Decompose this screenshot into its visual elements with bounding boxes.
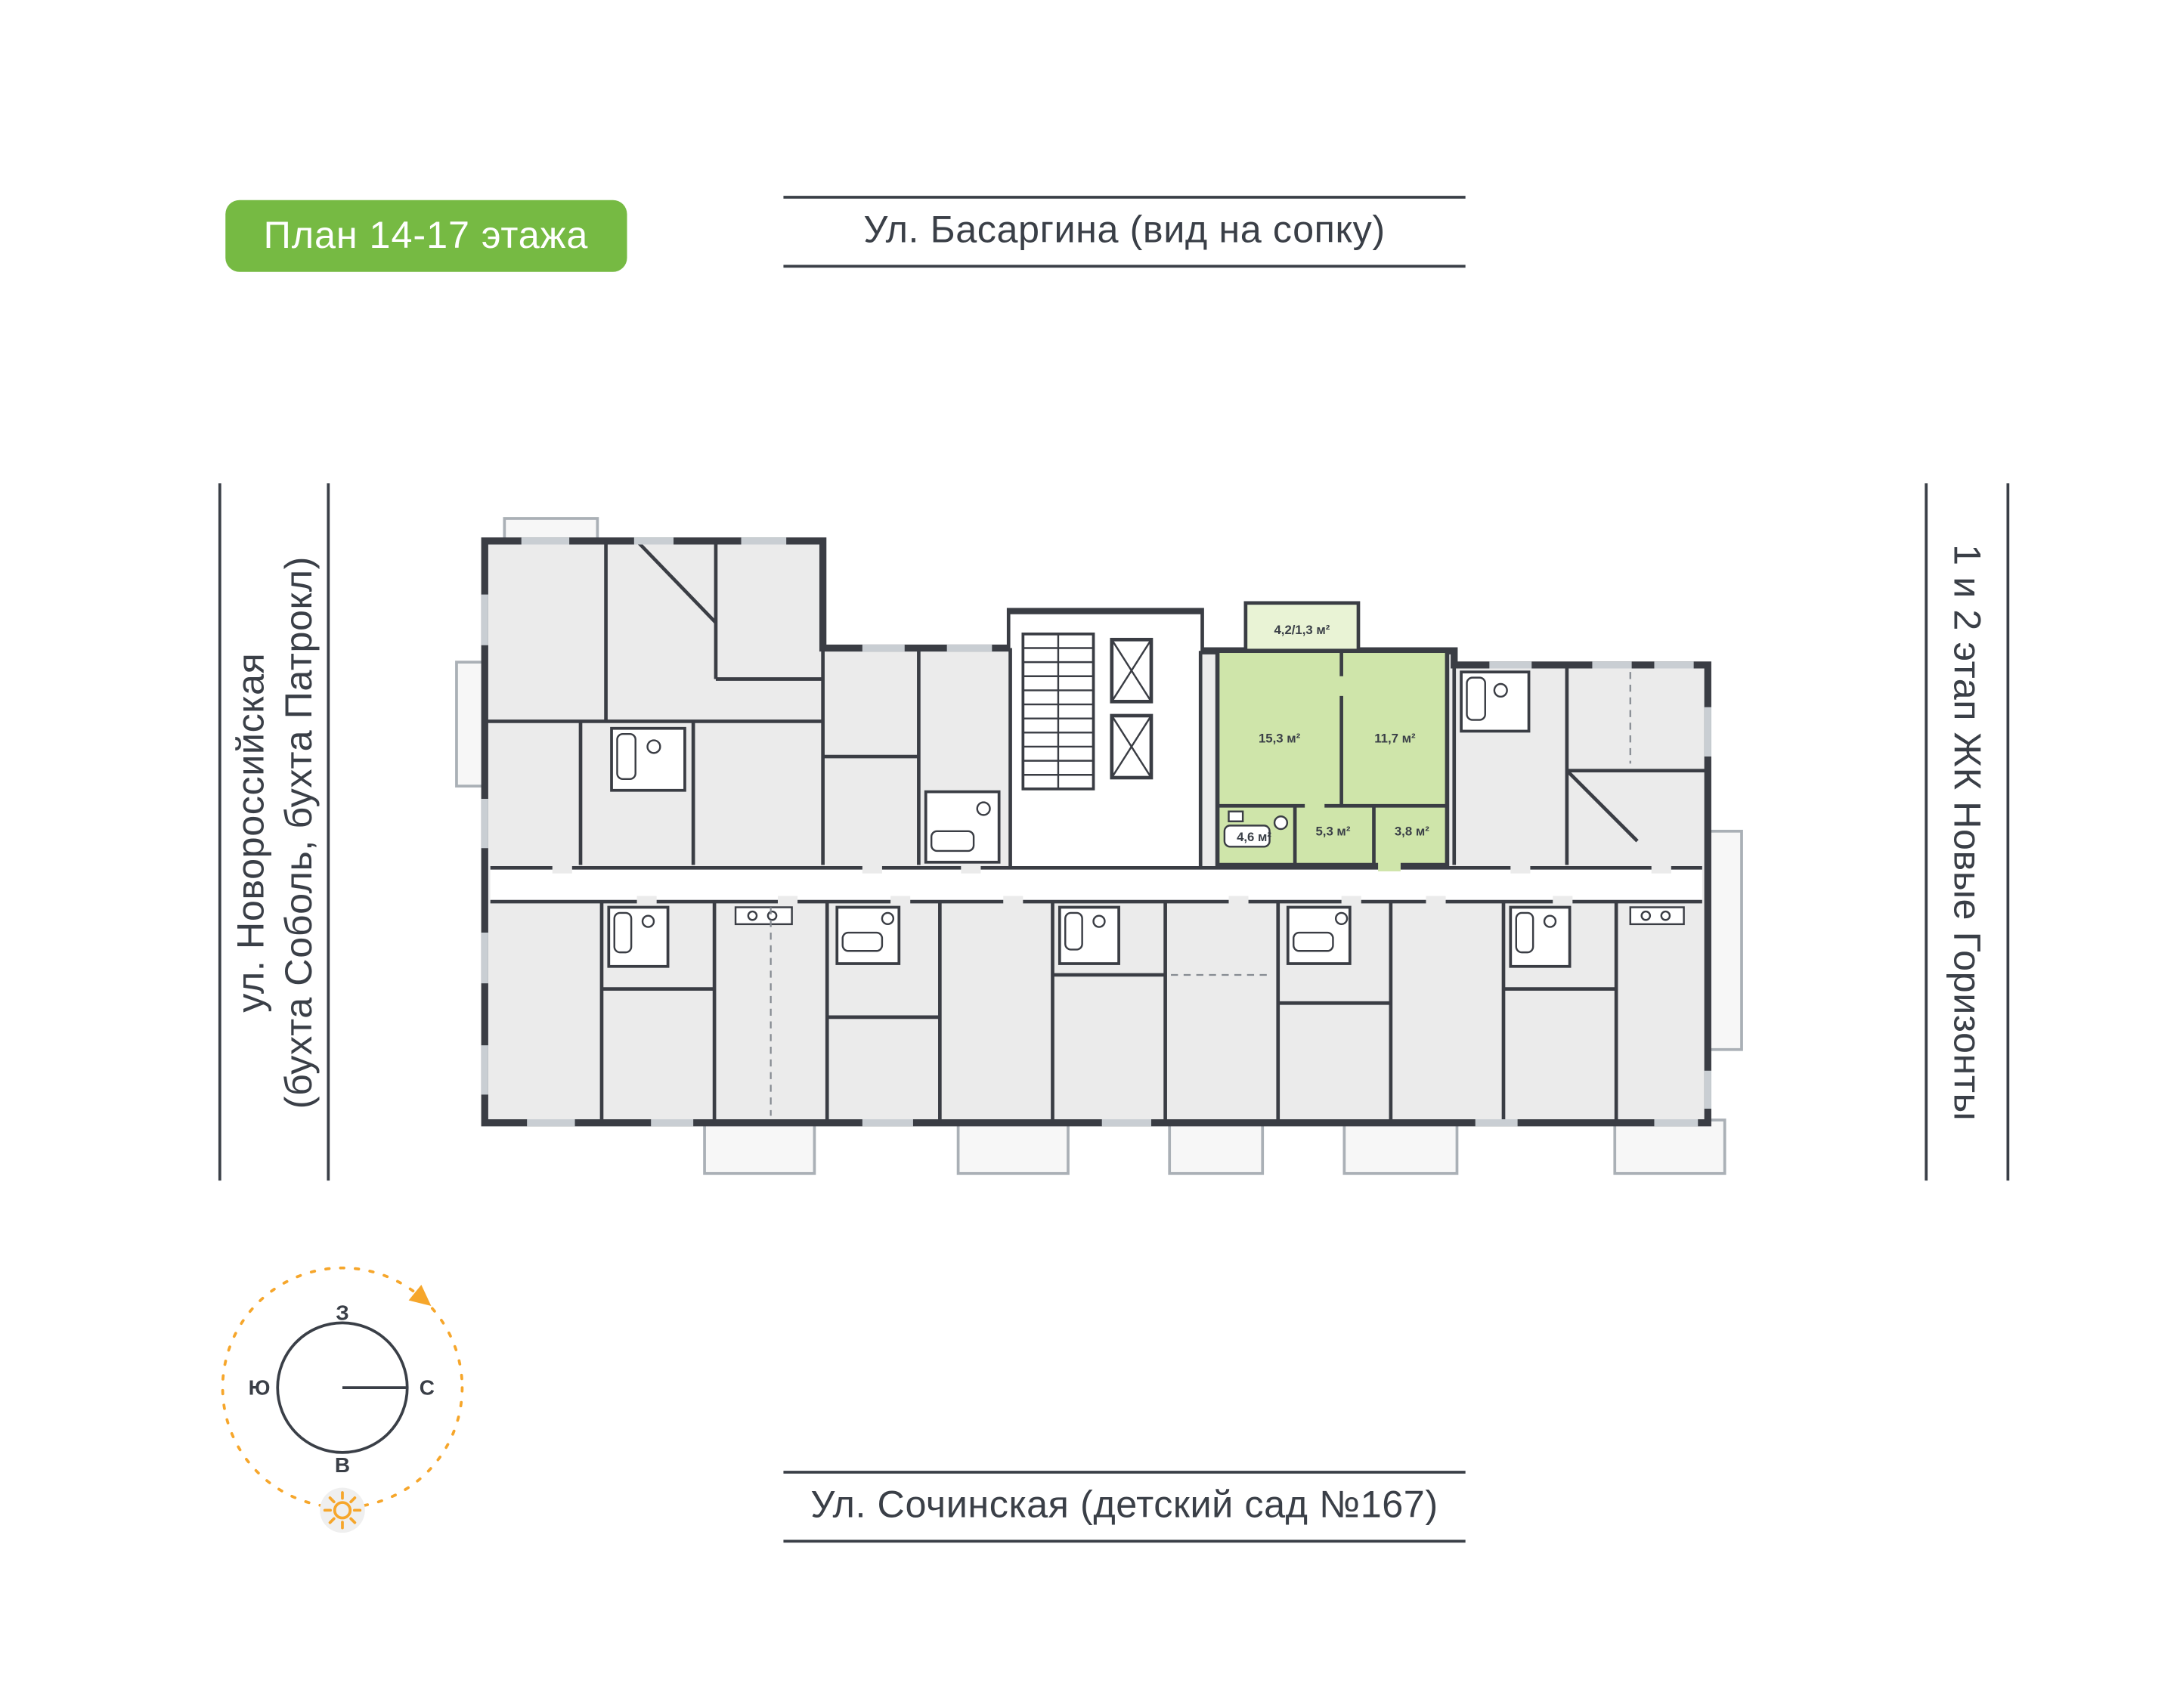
compass-east-label: В: [335, 1453, 350, 1477]
highlighted-apartment[interactable]: 4,2/1,3 м² 15,3 м² 11,7 м² 4,6 м² 5,3 м²…: [1215, 601, 1450, 871]
rule-bottom-upper: [783, 1471, 1466, 1474]
street-top-label: Ул. Басаргина (вид на сопку): [863, 208, 1386, 251]
corridor-walls: [490, 865, 1702, 904]
street-right-label: 1 и 2 этап ЖК Новые Горизонты: [1946, 543, 1989, 1121]
rule-left-inner: [327, 483, 330, 1181]
street-left-label-line1: ул. Новороссийская: [228, 651, 271, 1012]
stair-core: [1010, 614, 1201, 868]
rule-top-upper: [783, 196, 1466, 199]
windows: [481, 537, 1711, 1127]
room-area-label: 3,8 м²: [1395, 824, 1429, 838]
street-left: ул. Новороссийская (бухта Соболь, бухта …: [218, 483, 330, 1181]
compass-dashed-ring: [221, 1266, 464, 1509]
staircase: [1021, 632, 1095, 791]
compass-north-label: С: [420, 1375, 435, 1399]
street-right: 1 и 2 этап ЖК Новые Горизонты: [1925, 483, 2010, 1181]
street-bottom: Ул. Сочинская (детский сад №167): [783, 1471, 1466, 1543]
sun-icon: [323, 1491, 362, 1530]
corridor: [490, 868, 1702, 902]
elevators: [1110, 637, 1154, 780]
rule-bottom-lower: [783, 1539, 1466, 1543]
street-top: Ул. Басаргина (вид на сопку): [783, 196, 1466, 268]
rule-top-lower: [783, 265, 1466, 268]
room-area-label: 4,2/1,3 м²: [1274, 623, 1330, 637]
apartment-fixtures: [1223, 810, 1289, 848]
compass: З С Ю В: [221, 1266, 464, 1533]
street-bottom-label: Ул. Сочинская (детский сад №167): [810, 1483, 1438, 1526]
room-area-label: 15,3 м²: [1259, 731, 1301, 745]
apartment-door-openings: [1305, 676, 1401, 871]
floor-plan: 4,2/1,3 м² 15,3 м² 11,7 м² 4,6 м² 5,3 м²…: [455, 517, 1743, 1175]
room-area-label: 11,7 м²: [1374, 731, 1416, 745]
door-openings: [552, 862, 1671, 908]
interior-walls: [485, 540, 1708, 1123]
rule-right-outer: [2006, 483, 2010, 1181]
plumbing-fixtures: [613, 676, 1685, 954]
room-area-label: 5,3 м²: [1315, 824, 1350, 838]
street-left-label-line2: (бухта Соболь, бухта Патрокл): [277, 555, 320, 1109]
room-area-label: 4,6 м²: [1237, 830, 1271, 844]
dashed-partitions: [770, 672, 1631, 1116]
floor-plan-badge: План 14-17 этажа: [225, 200, 627, 272]
compass-arrow-icon: [408, 1285, 432, 1307]
compass-south-label: Ю: [249, 1375, 271, 1399]
rule-right-inner: [1925, 483, 1928, 1181]
rule-left-outer: [218, 483, 221, 1181]
compass-west-label: З: [336, 1301, 349, 1325]
